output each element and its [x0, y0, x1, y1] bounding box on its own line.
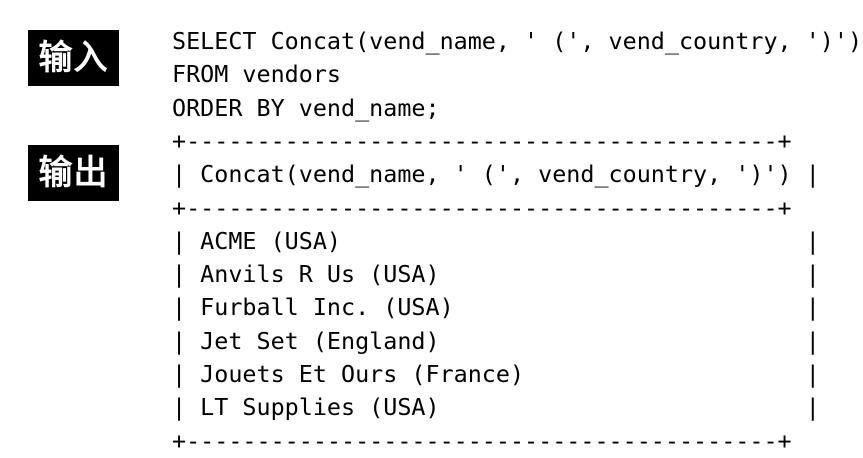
result-table: +---------------------------------------…: [172, 125, 820, 458]
table-row: | ACME (USA) |: [172, 226, 820, 255]
table-row: | LT Supplies (USA) |: [172, 393, 820, 422]
input-label: 输入: [28, 30, 119, 86]
table-border-header: +---------------------------------------…: [172, 193, 792, 222]
query-line-order-by: ORDER BY vend_name;: [172, 93, 440, 122]
table-row: | Jet Set (England) |: [172, 326, 820, 355]
table-border-bottom: +---------------------------------------…: [172, 426, 792, 455]
query-line-from: FROM vendors: [172, 60, 341, 89]
table-row: | Anvils R Us (USA) |: [172, 260, 820, 289]
table-row: | Furball Inc. (USA) |: [172, 293, 820, 322]
table-header-row: | Concat(vend_name, ' (', vend_country, …: [172, 160, 820, 189]
sql-query: SELECT Concat(vend_name, ' (', vend_coun…: [172, 25, 862, 125]
query-line-select: SELECT Concat(vend_name, ' (', vend_coun…: [172, 27, 863, 55]
table-row: | Jouets Et Ours (France) |: [172, 360, 820, 389]
output-label: 输出: [28, 145, 119, 201]
table-border-top: +---------------------------------------…: [172, 127, 792, 155]
